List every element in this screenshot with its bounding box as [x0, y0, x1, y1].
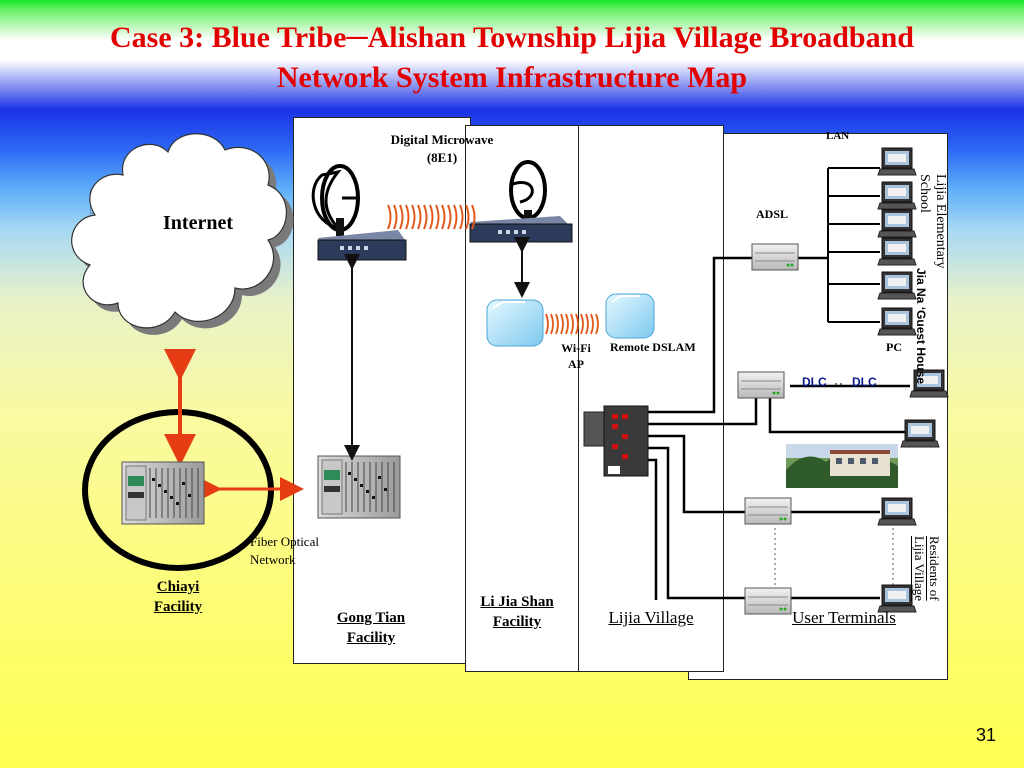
- guest-house-label: Jia Na ‘Guest House: [914, 268, 928, 385]
- slide-number: 31: [975, 725, 996, 745]
- fiber-line2: Network: [250, 552, 296, 567]
- wifi-ap-right-icon: [605, 293, 655, 339]
- pc-icon-2: [877, 181, 917, 210]
- slide-title: Case 3: Blue Tribe─Alishan Township Liji…: [0, 18, 1024, 98]
- village-pc-icon-2: [877, 497, 917, 526]
- right-radio-unit-icon: [469, 216, 573, 243]
- digital-microwave-sub: (8E1): [426, 150, 458, 165]
- lijia-village-label: Lijia Village: [608, 608, 694, 627]
- lijia-elementary-line2: School: [917, 174, 932, 213]
- adsl-modem-icon: [751, 243, 799, 271]
- digital-microwave-text: Digital Microwave: [390, 132, 494, 147]
- user-terminals-label: User Terminals: [792, 608, 896, 627]
- dlc-box-icon: [737, 371, 785, 399]
- microwave-link-icon: [387, 204, 476, 230]
- gong-tian-line1: Gong Tian: [336, 610, 406, 626]
- lijia-elementary-line1: Lijia Elementary: [933, 174, 948, 269]
- terminal-box-1-icon: [744, 497, 792, 525]
- connection-lines: [648, 256, 910, 600]
- lan-tree: [827, 167, 880, 323]
- remote-dslam-label: Remote DSLAM: [610, 340, 696, 354]
- village-photo: [786, 444, 898, 488]
- wifi-ap-line1: Wi-Fi: [561, 341, 591, 355]
- left-dish-icon: [311, 164, 360, 236]
- wifi-ap-label: Wi-Fi AP: [556, 340, 596, 372]
- gong-tian-line2: Facility: [346, 630, 396, 646]
- remote-dslam-icon: [583, 405, 649, 477]
- right-dish-icon: [509, 160, 547, 226]
- digital-microwave-label: Digital Microwave (8E1): [372, 131, 512, 167]
- chiayi-line2: Facility: [153, 599, 203, 615]
- title-line-2: Network System Infrastructure Map: [276, 61, 748, 94]
- residents-line2: Lijia Village: [912, 536, 927, 602]
- internet-label: Internet: [163, 212, 233, 234]
- residents-label: Residents of Lijia Village: [912, 536, 942, 616]
- chiayi-facility-label: Chiayi Facility: [138, 577, 218, 617]
- wifi-link-icon: [545, 313, 599, 335]
- gong-tian-facility-label: Gong Tian Facility: [318, 608, 424, 648]
- internet-cloud-icon: [71, 133, 294, 335]
- pc-icon-4: [877, 237, 917, 266]
- wifi-ap-left-icon: [486, 299, 544, 347]
- dlc-left-label: DLC: [802, 375, 827, 389]
- lan-label: LAN: [826, 130, 850, 142]
- pc-label: PC: [886, 340, 902, 354]
- village-pc-icon-1: [900, 419, 940, 448]
- title-line-1: Case 3: Blue Tribe─Alishan Township Liji…: [110, 21, 914, 54]
- pc-icon-6: [877, 307, 917, 336]
- pc-icon-5: [877, 271, 917, 300]
- left-radio-unit-icon: [317, 230, 407, 261]
- lijiashan-facility-label: Li Jia Shan Facility: [467, 592, 567, 632]
- adsl-label: ADSL: [756, 207, 789, 221]
- lijiashan-line1: Li Jia Shan: [480, 594, 554, 610]
- gongtian-rack-icon: [317, 455, 401, 519]
- residents-line1: Residents of: [927, 536, 942, 601]
- lijia-elementary-label: Lijia Elementary School: [916, 174, 948, 284]
- fiber-line1: Fiber Optical: [250, 534, 319, 549]
- chiayi-rack-icon: [121, 461, 205, 525]
- wifi-ap-line2: AP: [568, 357, 584, 371]
- pc-icon-3: [877, 209, 917, 238]
- dlc-right-label: DLC: [852, 375, 877, 389]
- lijiashan-line2: Facility: [492, 614, 542, 630]
- pc-icon-1: [877, 147, 917, 176]
- fiber-label: Fiber Optical Network: [250, 533, 319, 569]
- chiayi-line1: Chiayi: [156, 579, 200, 595]
